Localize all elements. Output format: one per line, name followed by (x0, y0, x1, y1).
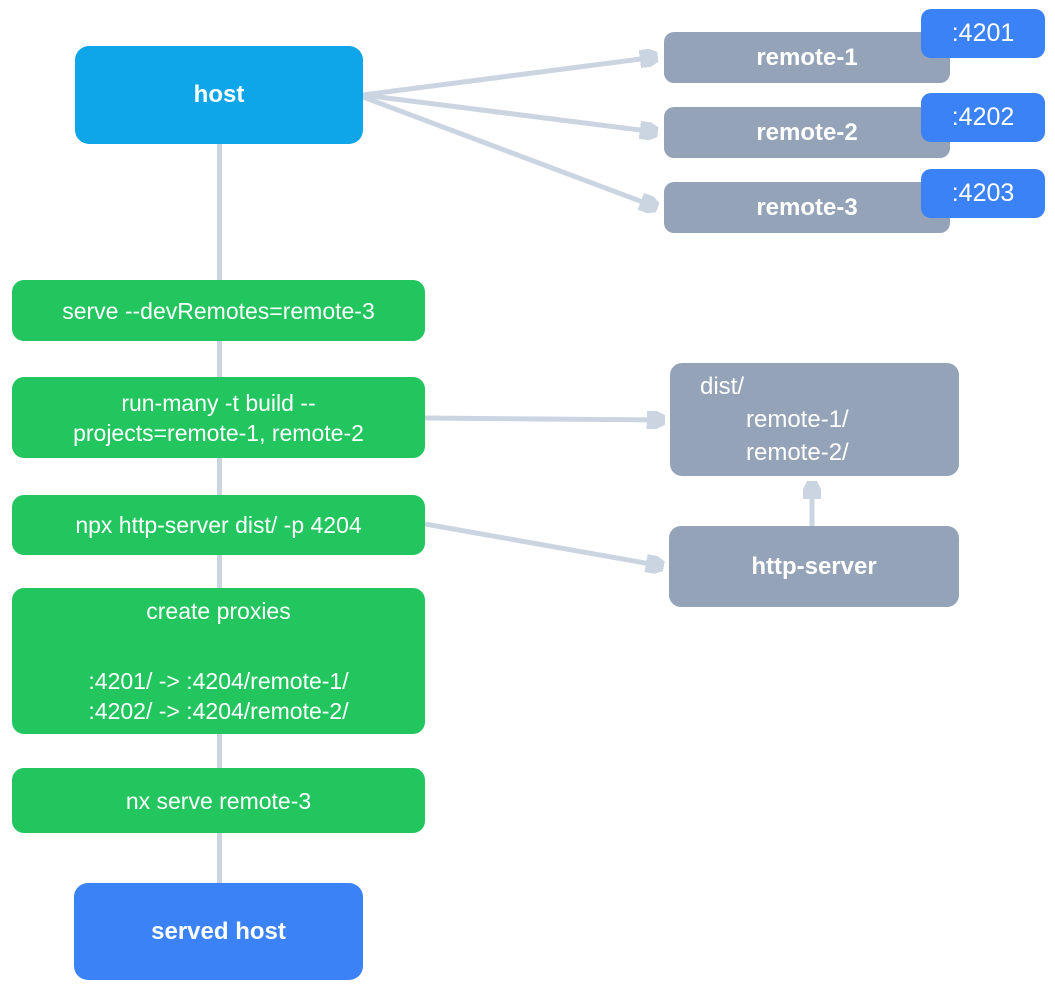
command-serve-dev-remotes: serve --devRemotes=remote-3 (12, 280, 425, 341)
http-server-node: http-server (669, 526, 959, 607)
arrow-npx-http-server (424, 521, 662, 566)
command-proxy-rule-1: :4201/ -> :4204/remote-1/ (88, 668, 349, 694)
port-badge-4203: :4203 (921, 169, 1045, 218)
remote-3-label: remote-3 (756, 193, 858, 221)
command-serve-dev-remotes-label: serve --devRemotes=remote-3 (62, 297, 375, 324)
remote-2-label: remote-2 (756, 118, 858, 146)
command-run-many-line2: projects=remote-1, remote-2 (73, 419, 364, 446)
port-badge-4201: :4201 (921, 9, 1045, 58)
http-server-label: http-server (751, 552, 877, 580)
served-host-node: served host (74, 883, 363, 980)
port-badge-4202: :4202 (921, 93, 1045, 142)
port-badge-4202-label: :4202 (951, 103, 1015, 131)
dist-folder-root: dist/ (700, 373, 745, 400)
arrow-host-remote-1 (362, 57, 656, 98)
dist-folder-node: dist/ remote-1/ remote-2/ (670, 363, 959, 476)
dist-folder-remote-1: remote-1/ (746, 406, 849, 433)
arrow-host-remote-2 (362, 92, 656, 132)
port-badge-4203-label: :4203 (951, 179, 1015, 207)
command-npx-http-server-label: npx http-server dist/ -p 4204 (75, 512, 362, 538)
command-run-many-build: run-many -t build -- projects=remote-1, … (12, 377, 425, 458)
arrow-run-many-dist (424, 418, 663, 420)
remote-1-node: remote-1 (664, 32, 950, 83)
command-create-proxies-title: create proxies (146, 598, 291, 624)
remote-2-node: remote-2 (664, 107, 950, 158)
arrow-host-remote-3 (362, 94, 656, 207)
remote-1-label: remote-1 (756, 43, 858, 71)
command-proxy-rule-2: :4202/ -> :4204/remote-2/ (88, 698, 349, 724)
command-create-proxies: create proxies :4201/ -> :4204/remote-1/… (12, 588, 425, 734)
dist-folder-remote-2: remote-2/ (746, 439, 849, 466)
command-run-many-line1: run-many -t build -- (121, 389, 316, 416)
command-nx-serve-remote-3: nx serve remote-3 (12, 768, 425, 833)
remote-3-node: remote-3 (664, 182, 950, 233)
served-host-label: served host (151, 917, 286, 945)
host-label: host (193, 81, 245, 108)
command-nx-serve-remote-3-label: nx serve remote-3 (125, 787, 312, 814)
command-npx-http-server: npx http-server dist/ -p 4204 (12, 495, 425, 555)
port-badge-4201-label: :4201 (951, 19, 1015, 47)
host-node: host (75, 46, 363, 144)
